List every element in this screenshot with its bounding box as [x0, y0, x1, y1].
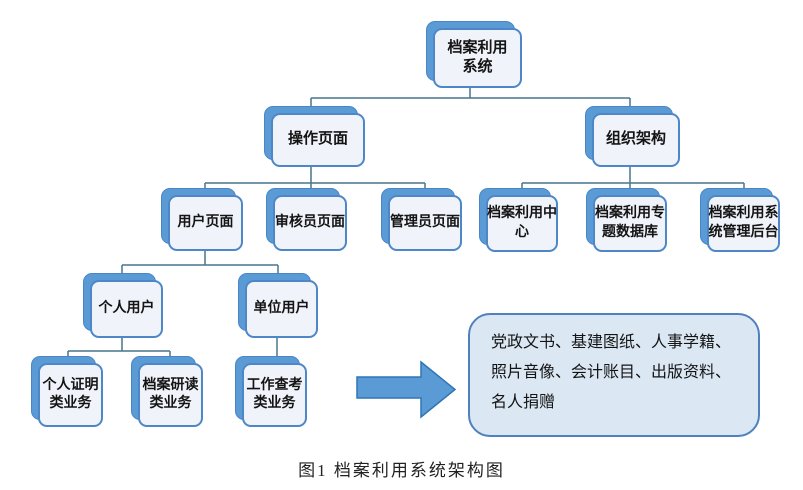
- edge-userpage-children: [121, 250, 279, 283]
- node-archive-center-label: 档案利用中 心: [486, 195, 558, 252]
- edge-personal-children: [67, 337, 171, 366]
- node-root: 档案利用 系统: [426, 21, 522, 88]
- node-archive-reading: 档案研读 类业务: [131, 356, 203, 427]
- node-user-page-label: 用户页面: [168, 195, 243, 251]
- right-arrow-icon: [356, 360, 457, 419]
- node-system-backend: 档案利用系 统管理后台: [700, 188, 780, 252]
- node-work-reference-label: 工作查考 类业务: [242, 363, 307, 427]
- node-operation-pages-label: 操作页面: [271, 113, 365, 167]
- node-work-reference: 工作查考 类业务: [235, 356, 307, 427]
- node-root-label: 档案利用 系统: [433, 28, 522, 88]
- archive-categories-box: 党政文书、基建图纸、人事学籍、 照片音像、会计账目、出版资料、 名人捐赠: [468, 313, 760, 437]
- node-personal-user-label: 个人用户: [90, 280, 163, 338]
- node-auditor-page-label: 审核员页面: [273, 195, 347, 251]
- node-operation-pages: 操作页面: [264, 106, 365, 167]
- edge-root-level2: [310, 87, 631, 116]
- node-auditor-page: 审核员页面: [266, 188, 347, 251]
- node-user-page: 用户页面: [161, 188, 243, 251]
- node-org-user: 单位用户: [238, 273, 318, 338]
- node-system-backend-label: 档案利用系 统管理后台: [707, 195, 780, 252]
- node-admin-page: 管理员页面: [381, 188, 462, 251]
- node-personal-cert-label: 个人证明 类业务: [38, 363, 103, 427]
- node-org-user-label: 单位用户: [245, 280, 318, 338]
- node-thematic-database-label: 档案利用专 题数据库: [593, 195, 667, 252]
- node-thematic-database: 档案利用专 题数据库: [586, 188, 667, 252]
- node-org-structure: 组织架构: [585, 106, 680, 167]
- node-archive-center: 档案利用中 心: [479, 188, 558, 252]
- figure-caption: 图1 档案利用系统架构图: [298, 461, 505, 480]
- node-personal-cert: 个人证明 类业务: [31, 356, 103, 427]
- node-archive-reading-label: 档案研读 类业务: [138, 363, 203, 427]
- node-personal-user: 个人用户: [83, 273, 163, 338]
- node-admin-page-label: 管理员页面: [388, 195, 462, 251]
- node-org-structure-label: 组织架构: [592, 113, 680, 167]
